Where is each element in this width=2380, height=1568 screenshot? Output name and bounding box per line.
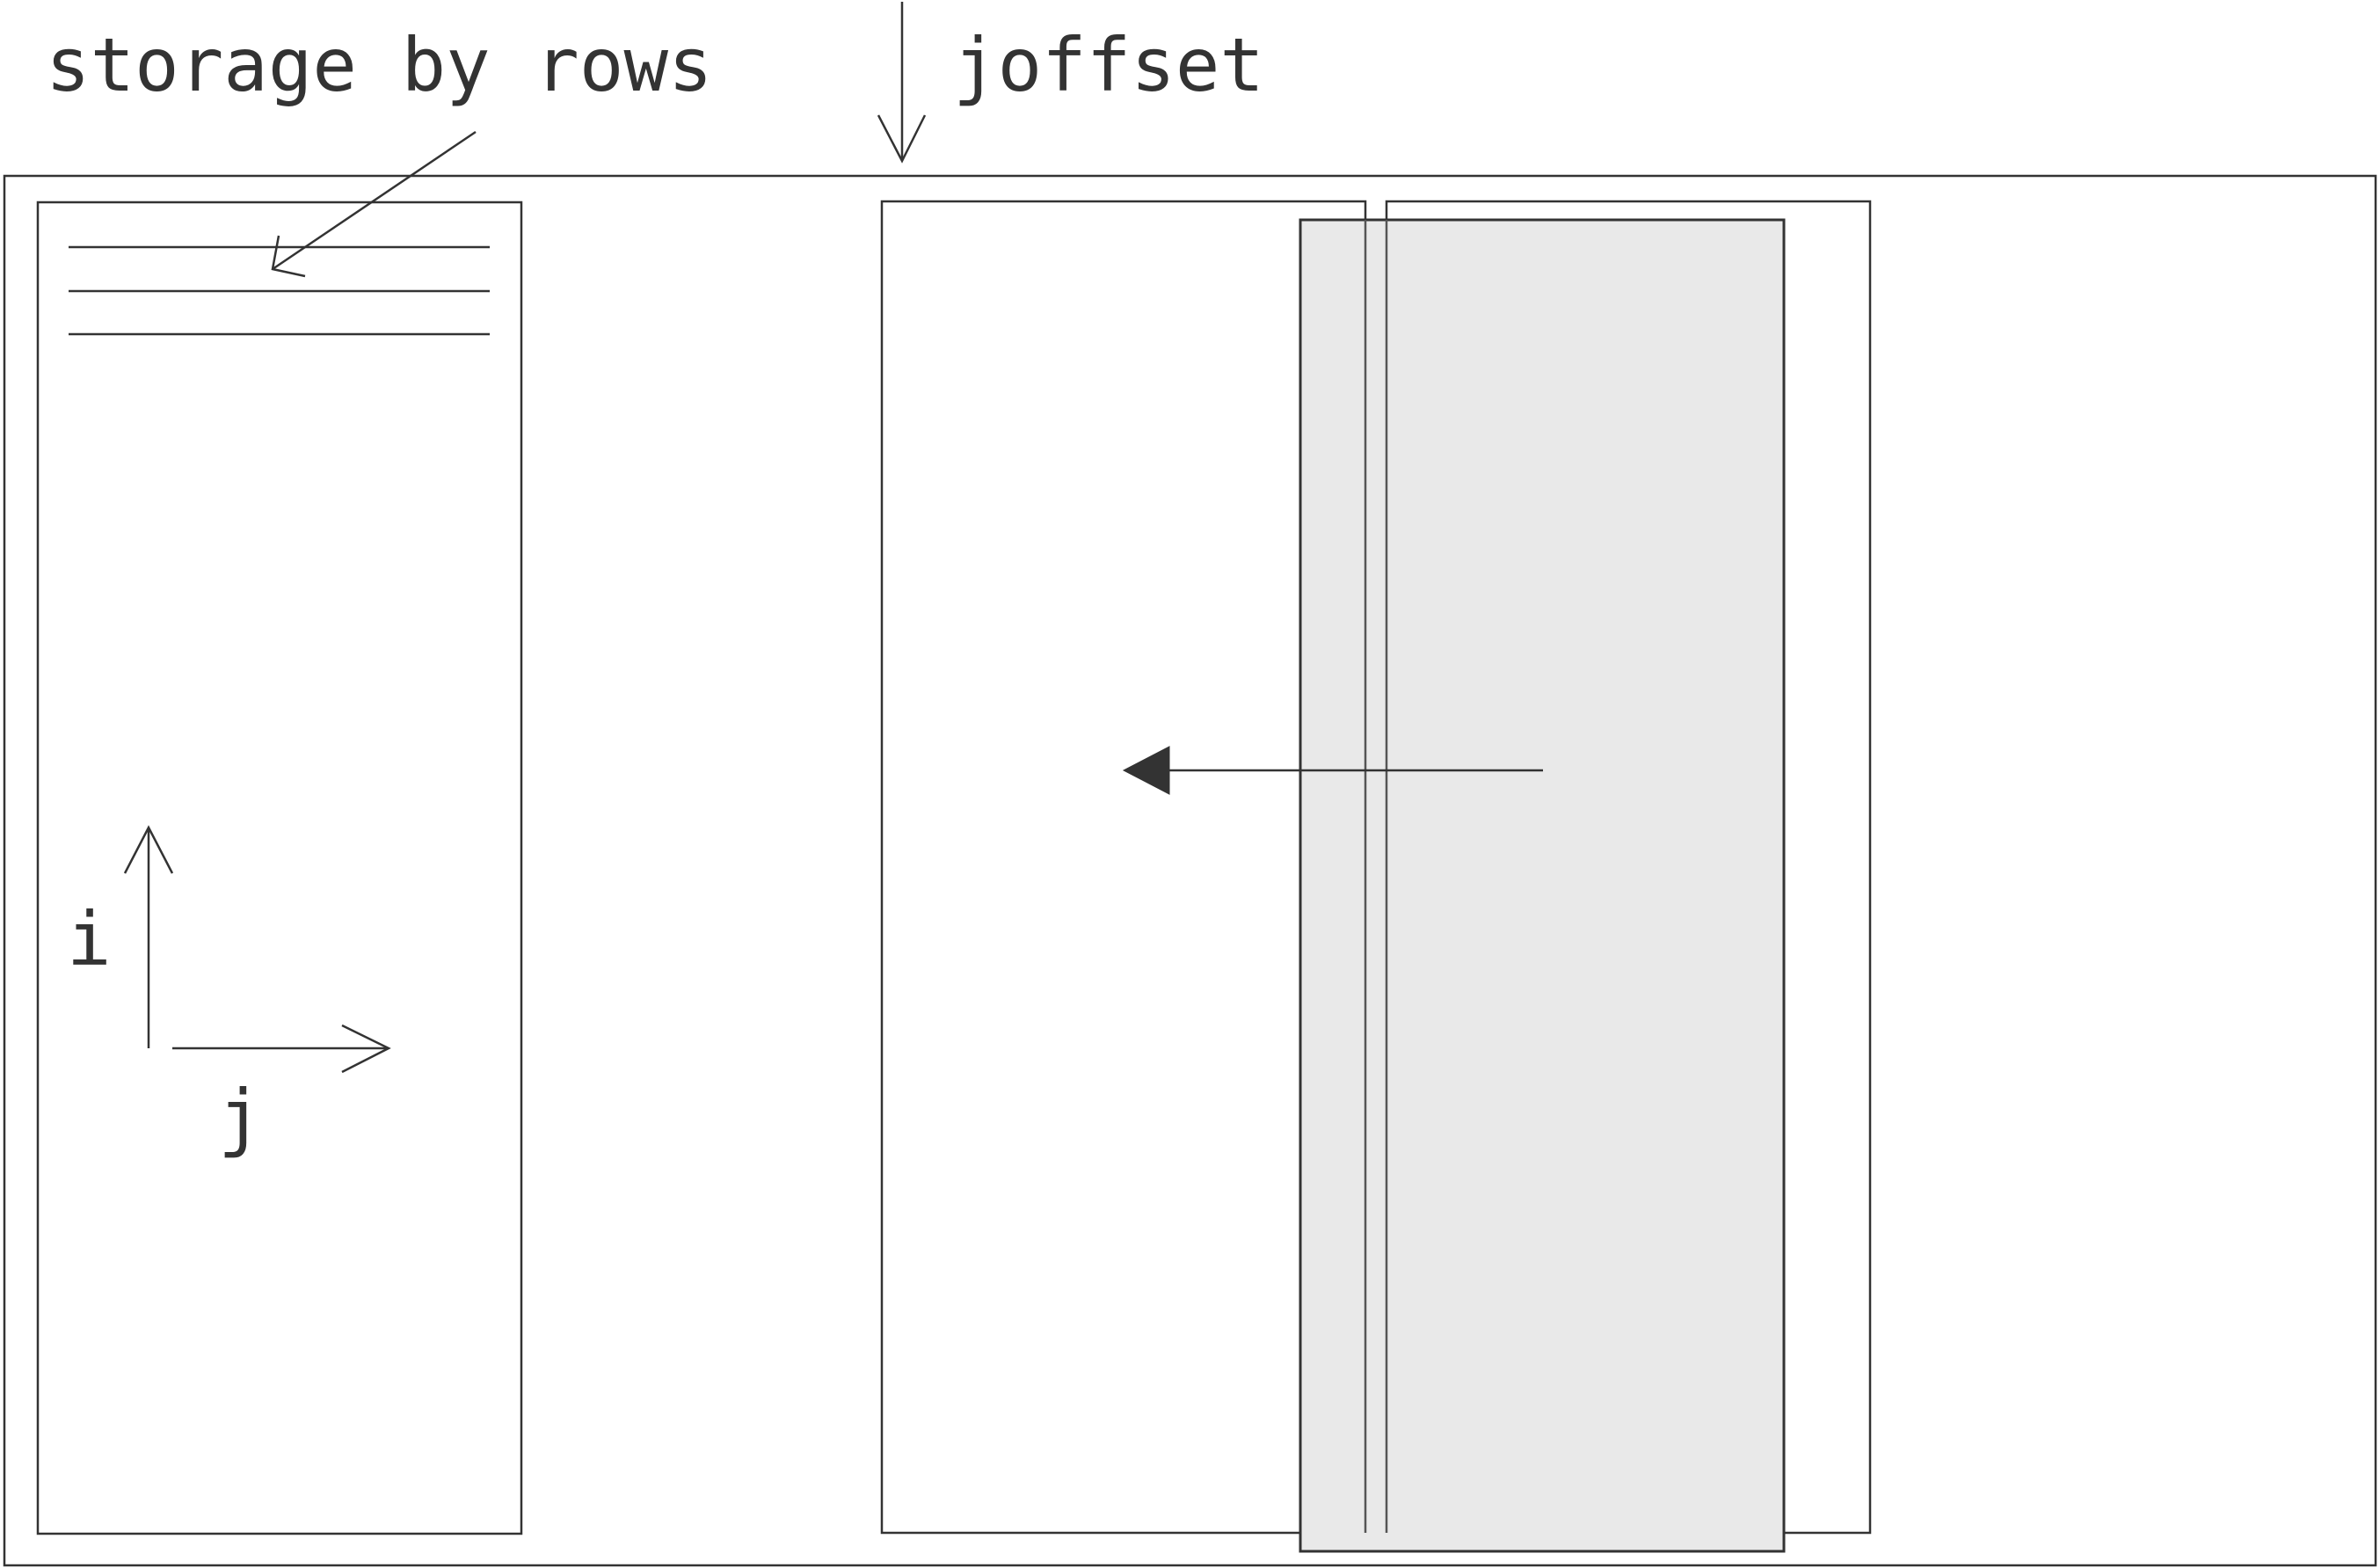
storage-pointer-arrow (271, 130, 477, 278)
storage-rows (69, 245, 490, 336)
axis-indicator (123, 825, 391, 1074)
shift-left-arrow (1122, 746, 1543, 795)
j-axis-label: j (218, 1074, 263, 1160)
middle-array-panel (880, 200, 1367, 1535)
joffset-label: joffset (953, 22, 1264, 108)
joffset-arrow (877, 2, 927, 164)
shifted-shaded-panel (1299, 218, 1786, 1553)
storage-by-rows-label: storage by rows (46, 22, 713, 108)
left-array-panel (36, 201, 523, 1535)
i-axis-label: i (67, 896, 112, 982)
outer-frame (3, 174, 2377, 1567)
